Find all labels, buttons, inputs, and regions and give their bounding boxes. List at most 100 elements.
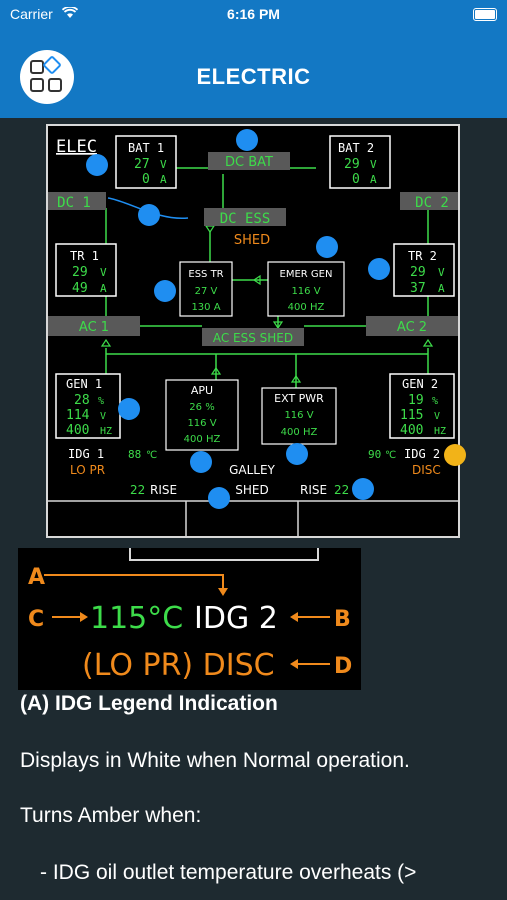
hotspot-idg2-rise[interactable] xyxy=(352,478,374,500)
gen2-label: GEN 2 xyxy=(402,377,438,391)
hotspot-tr2[interactable] xyxy=(368,258,390,280)
elec-diagram: ELEC BAT 1 27 V 0 A BAT 2 29 V 0 A DC BA… xyxy=(48,135,458,536)
apu-box xyxy=(165,379,239,451)
callout-diagram: A C B D 115°C IDG 2 (LO PR) DISC xyxy=(28,548,352,683)
tr1-volts-unit: V xyxy=(100,266,107,279)
bat2-amps-unit: A xyxy=(370,173,377,186)
paragraph-normal: Displays in White when Normal operation. xyxy=(20,749,410,772)
tr1-label: TR 1 xyxy=(70,249,99,263)
bat1-volts: 27 xyxy=(134,157,150,172)
gen1-load-unit: % xyxy=(98,396,104,407)
tr1-amps: 49 xyxy=(72,281,88,296)
status-bar: Carrier 6:16 PM xyxy=(0,0,507,28)
idg1-rise-value: 22 xyxy=(130,483,145,497)
carrier-label: Carrier xyxy=(10,6,53,22)
callout-status: (LO PR) DISC xyxy=(82,648,275,683)
emer-gen-label: EMER GEN xyxy=(280,269,333,280)
idg1-status: LO PR xyxy=(70,463,105,477)
hotspot-idg2-selected[interactable] xyxy=(444,444,466,466)
emer-gen-freq: 400 HZ xyxy=(288,302,325,313)
status-time: 6:16 PM xyxy=(227,6,280,22)
bat1-amps: 0 xyxy=(142,172,150,187)
hotspot-ext-pwr[interactable] xyxy=(286,443,308,465)
emer-gen-box xyxy=(267,261,345,317)
gen1-load: 28 xyxy=(74,393,90,408)
bullet-overheat: - IDG oil outlet temperature overheats (… xyxy=(40,861,417,884)
bat2-volts-unit: V xyxy=(370,158,377,171)
callout-temp: 115°C xyxy=(90,601,183,636)
bat2-box xyxy=(329,135,391,189)
ext-pwr-freq: 400 HZ xyxy=(281,427,318,438)
content-area: ELEC BAT 1 27 V 0 A BAT 2 29 V 0 A DC BA… xyxy=(0,118,507,900)
section-heading: (A) IDG Legend Indication xyxy=(20,692,278,715)
nav-bar: ELECTRIC xyxy=(0,28,507,118)
hotspot-dc1-link[interactable] xyxy=(138,204,160,226)
callout-letter-b: B xyxy=(334,607,351,632)
gen1-volts: 114 xyxy=(66,408,90,423)
apu-label: APU xyxy=(191,384,213,397)
ext-pwr-volts: 116 V xyxy=(284,410,313,421)
page-title: ELECTRIC xyxy=(196,64,311,89)
dc-bat-label: DC BAT xyxy=(225,155,273,170)
ext-pwr-label: EXT PWR xyxy=(274,392,324,405)
ac-ess-shed-label: AC ESS SHED xyxy=(213,331,293,345)
tr1-amps-unit: A xyxy=(100,282,107,295)
tr2-box xyxy=(393,243,455,297)
bat1-box xyxy=(115,135,177,189)
hotspot-dc-bat[interactable] xyxy=(236,129,258,151)
emer-gen-volts: 116 V xyxy=(291,286,320,297)
bat1-label: BAT 1 xyxy=(128,141,164,155)
gen2-freq: 400 xyxy=(400,423,423,438)
gen2-box xyxy=(389,373,455,439)
idg1-rise-label: RISE xyxy=(150,483,177,497)
ac2-label: AC 2 xyxy=(397,320,427,335)
tr2-amps: 37 xyxy=(410,281,426,296)
grid-diamond-icon xyxy=(30,56,62,92)
idg2-rise-value: 22 xyxy=(334,483,349,497)
tr1-volts: 29 xyxy=(72,265,88,280)
ess-tr-volts: 27 V xyxy=(195,286,218,297)
ac1-bus xyxy=(48,316,140,336)
gen1-freq-unit: HZ xyxy=(100,426,112,437)
hotspot-dc-ess[interactable] xyxy=(316,236,338,258)
dc-bat-bus xyxy=(208,152,290,170)
callout-letter-d: D xyxy=(334,654,352,679)
dc-ess-shed: SHED xyxy=(234,233,270,248)
gen1-freq: 400 xyxy=(66,423,89,438)
idg1-temp-unit: ℃ xyxy=(146,450,157,461)
menu-button[interactable] xyxy=(20,50,74,104)
callout-letter-a: A xyxy=(28,565,45,590)
tr2-amps-unit: A xyxy=(438,282,445,295)
ess-tr-box xyxy=(179,261,233,317)
gen2-volts: 115 xyxy=(400,408,423,423)
callout-letter-c: C xyxy=(28,607,44,632)
battery-icon xyxy=(473,8,497,21)
apu-freq: 400 HZ xyxy=(184,434,221,445)
apu-volts: 116 V xyxy=(187,418,216,429)
bat1-volts-unit: V xyxy=(160,158,167,171)
apu-load: 26 % xyxy=(189,402,214,413)
hotspot-galley-shed[interactable] xyxy=(208,487,230,509)
bat2-amps: 0 xyxy=(352,172,360,187)
tr1-box xyxy=(55,243,117,297)
galley-shed: SHED xyxy=(235,483,268,497)
gen2-freq-unit: HZ xyxy=(434,426,446,437)
paragraph-amber: Turns Amber when: xyxy=(20,804,202,827)
gen1-label: GEN 1 xyxy=(66,377,102,391)
gen1-volts-unit: V xyxy=(100,411,106,422)
panel-title: ELEC xyxy=(56,137,97,157)
hotspot-ess-tr[interactable] xyxy=(154,280,176,302)
dc-ess-bus xyxy=(204,208,286,226)
callout-idg: IDG 2 xyxy=(194,601,278,636)
hotspot-gen1[interactable] xyxy=(118,398,140,420)
idg2-temp: 90 xyxy=(368,448,381,461)
idg-legend-callout: A C B D 115°C IDG 2 (LO PR) DISC xyxy=(18,548,361,690)
idg1-temp: 88 xyxy=(128,448,141,461)
idg1-label: IDG 1 xyxy=(68,447,104,461)
dc-ess-label: DC ESS xyxy=(220,211,271,227)
idg2-label: IDG 2 xyxy=(404,447,440,461)
idg2-status: DISC xyxy=(412,463,441,477)
gen2-load-unit: % xyxy=(432,396,438,407)
hotspot-elec-title[interactable] xyxy=(86,154,108,176)
hotspot-apu[interactable] xyxy=(190,451,212,473)
